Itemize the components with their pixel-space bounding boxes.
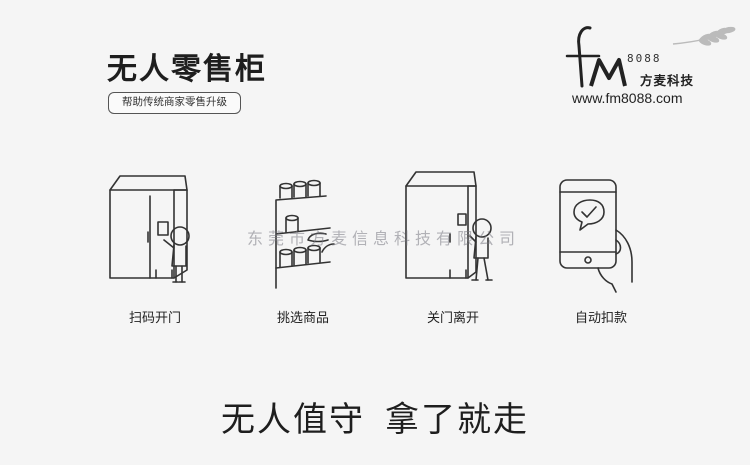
step-label: 扫码开门	[128, 311, 181, 326]
logo-company-name: 方麦科技	[640, 73, 695, 88]
wheat-icon	[672, 26, 736, 46]
slogan: 无人值守拿了就走	[0, 392, 750, 441]
step-label: 挑选商品	[276, 311, 329, 326]
watermark: 东莞市方麦信息科技有限公司	[247, 229, 521, 248]
close-door-leave-icon	[405, 171, 493, 281]
brand-logo	[565, 26, 736, 88]
step-auto-payment: 自动扣款	[536, 170, 666, 330]
step-pick-goods: 挑选商品	[238, 170, 368, 330]
logo-code: 8088	[627, 52, 662, 65]
logo-url: www.fm8088.com	[572, 90, 683, 106]
page-title: 无人零售柜	[107, 52, 267, 87]
step-close-leave: 关门离开	[388, 170, 518, 330]
subtitle-badge: 帮助传统商家零售升级	[108, 92, 241, 114]
slogan-part-1: 无人值守	[221, 400, 365, 440]
slogan-part-2: 拿了就走	[385, 400, 529, 440]
step-label: 关门离开	[426, 311, 479, 326]
step-label: 自动扣款	[574, 311, 627, 326]
pick-goods-icon	[275, 179, 335, 289]
phone-payment-icon	[559, 179, 633, 293]
step-scan-open: 扫码开门	[90, 170, 220, 330]
scan-qr-open-door-icon	[109, 175, 190, 283]
